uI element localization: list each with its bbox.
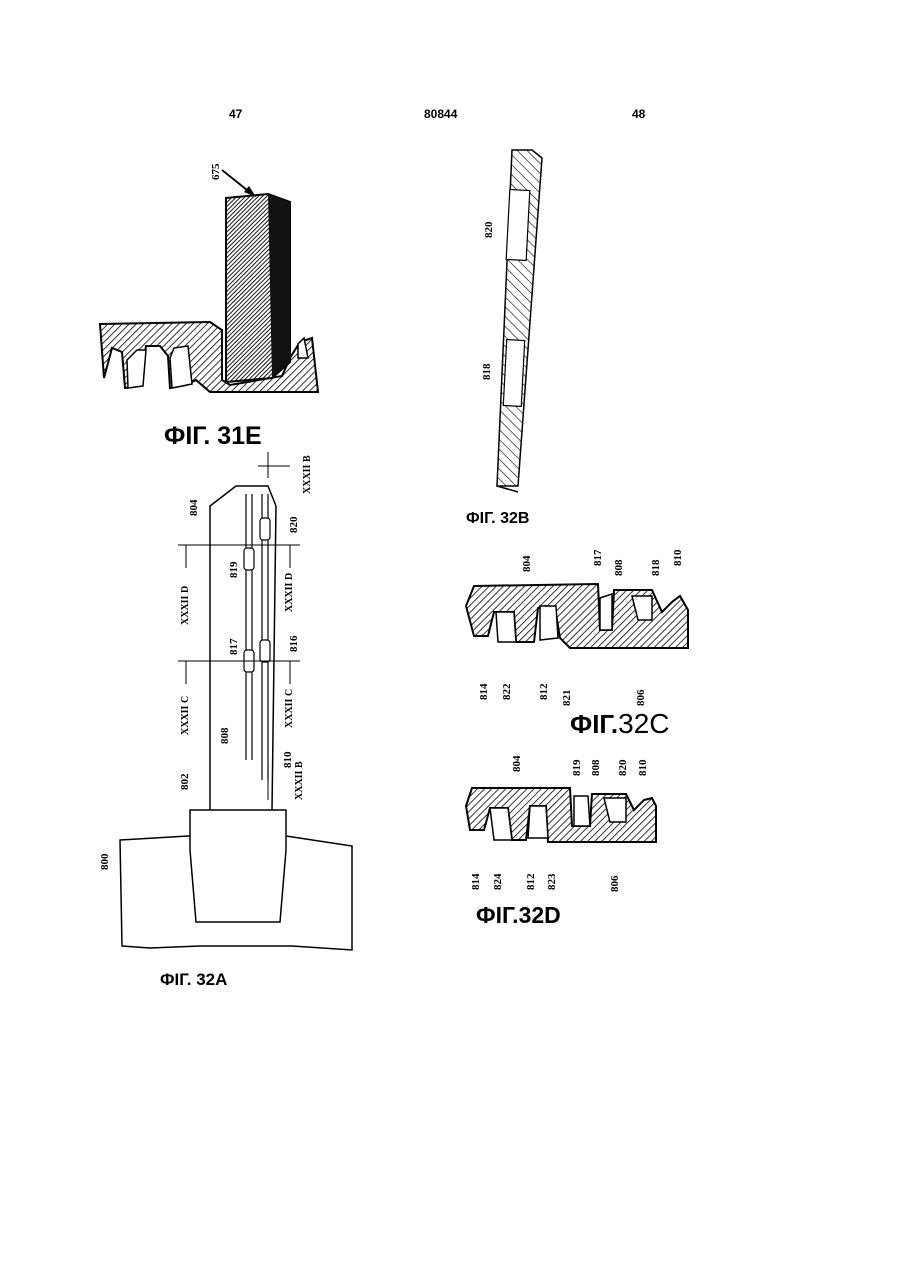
ref-821: 821: [561, 690, 573, 707]
caption-fig-32c: ФІГ.32C: [570, 708, 670, 740]
figure-32d: 804 819 808 820 810 814 824 812 823 806: [466, 755, 656, 892]
ref-806: 806: [609, 875, 621, 892]
fig32a-mount: [190, 810, 286, 922]
caption-fig-31e: ФІГ. 31E: [164, 422, 262, 451]
caption-fig-32d: ФІГ.32D: [476, 902, 561, 929]
figure-32b: 820 818: [481, 150, 542, 492]
caption-fig-32a: ФІГ. 32A: [160, 970, 227, 990]
ref-800: 800: [99, 853, 111, 870]
ref-817: 817: [228, 638, 240, 655]
ref-804: 804: [511, 755, 523, 772]
ref-810: 810: [282, 751, 294, 768]
ref-823: 823: [546, 873, 558, 890]
ref-820: 820: [288, 516, 300, 533]
ref-808: 808: [219, 727, 231, 744]
ref-812: 812: [525, 873, 537, 890]
ref-820: 820: [483, 221, 495, 238]
ref-810: 810: [672, 549, 684, 566]
section-xxxii-c-left: XXXII C: [180, 696, 191, 735]
caption-fig-32b: ФІГ. 32B: [466, 510, 529, 528]
caption-fig-32c-suffix: 32C: [618, 708, 669, 739]
ref-822: 822: [501, 683, 513, 700]
section-xxxii-b-top: XXXII B: [302, 455, 313, 494]
ref-814: 814: [470, 873, 482, 890]
ref-804: 804: [521, 555, 533, 572]
ref-824: 824: [492, 873, 504, 890]
section-xxxii-d-left: XXXII D: [180, 586, 191, 625]
caption-fig-32c-prefix: ФІГ.: [570, 709, 618, 739]
ref-675: 675: [210, 163, 222, 180]
ref-814: 814: [478, 683, 490, 700]
ref-808: 808: [590, 759, 602, 776]
ref-802: 802: [179, 773, 191, 790]
ref-818: 818: [650, 559, 662, 576]
ref-819: 819: [228, 561, 240, 578]
ref-818: 818: [481, 363, 493, 380]
ref-808: 808: [613, 559, 625, 576]
section-xxxii-c-right: XXXII C: [284, 689, 295, 728]
section-xxxii-b-bottom: XXXII B: [294, 761, 305, 800]
ref-810: 810: [637, 759, 649, 776]
ref-812: 812: [538, 683, 550, 700]
ref-816: 816: [288, 635, 300, 652]
ref-804: 804: [188, 499, 200, 516]
figure-32c: 804 817 808 818 810 814 822 812 821 806: [466, 549, 688, 706]
ref-806: 806: [635, 689, 647, 706]
ref-819: 819: [571, 759, 583, 776]
section-xxxii-d-right: XXXII D: [284, 573, 295, 612]
ref-817: 817: [592, 549, 604, 566]
figure-32a: XXXII B XXXII B XXXII D XXXII D XXXII C …: [99, 452, 352, 950]
figure-31e: 675: [100, 163, 318, 392]
ref-820: 820: [617, 759, 629, 776]
